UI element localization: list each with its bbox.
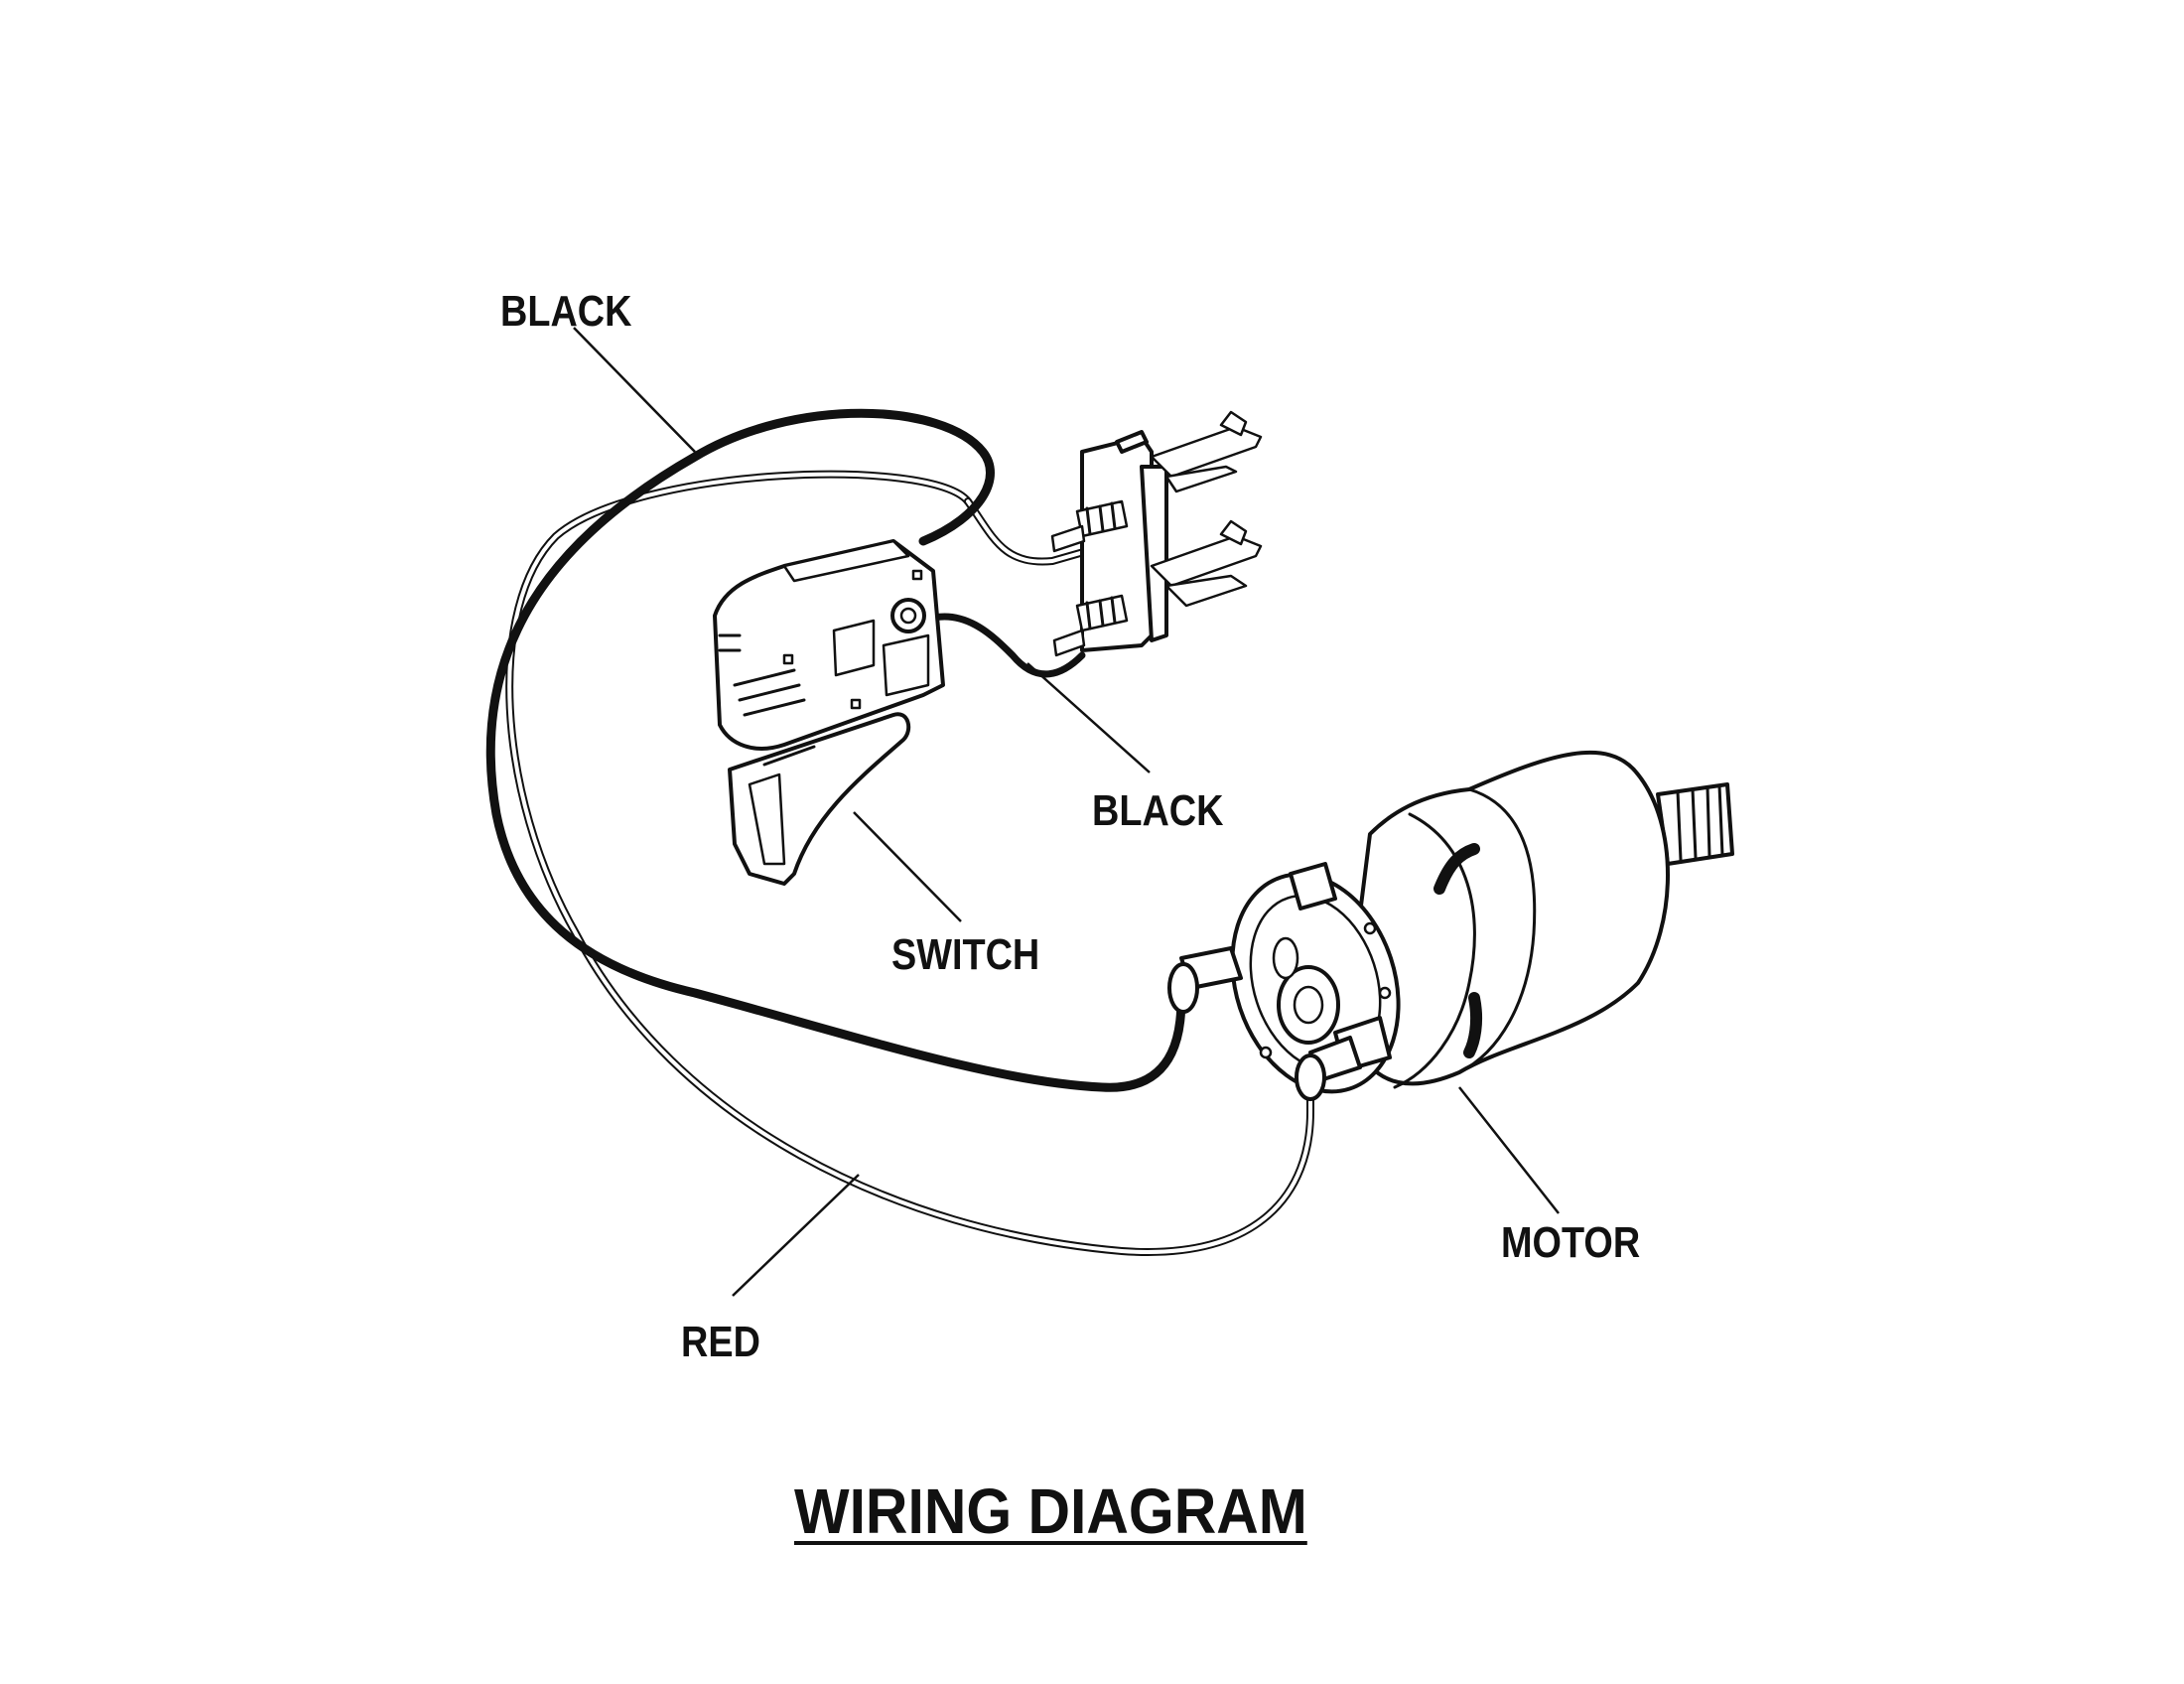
black-wire-switch: [919, 613, 1086, 678]
motor-terminal-black: [1167, 946, 1243, 1014]
black-wire-main: [485, 408, 1186, 1092]
leader-line-black-switch: [1026, 662, 1151, 773]
switch-trigger: [728, 712, 911, 886]
leader-line-black-top: [573, 327, 696, 453]
page-title: WIRING DIAGRAM: [794, 1475, 1307, 1547]
motor-terminal-red: [1295, 1036, 1362, 1101]
label-switch: SWITCH: [891, 930, 1040, 979]
leader-line-red: [732, 1174, 860, 1297]
red-wire: [505, 470, 1314, 1256]
label-black-top: BLACK: [500, 287, 632, 336]
label-black-switch: BLACK: [1092, 786, 1224, 835]
label-motor: MOTOR: [1501, 1218, 1641, 1267]
leader-line-switch: [853, 811, 962, 922]
motor: [1230, 750, 1734, 1094]
switch-body: [713, 539, 945, 751]
battery-terminal-block: [1050, 410, 1263, 657]
leader-line-motor: [1458, 1086, 1560, 1214]
label-red: RED: [681, 1318, 760, 1366]
